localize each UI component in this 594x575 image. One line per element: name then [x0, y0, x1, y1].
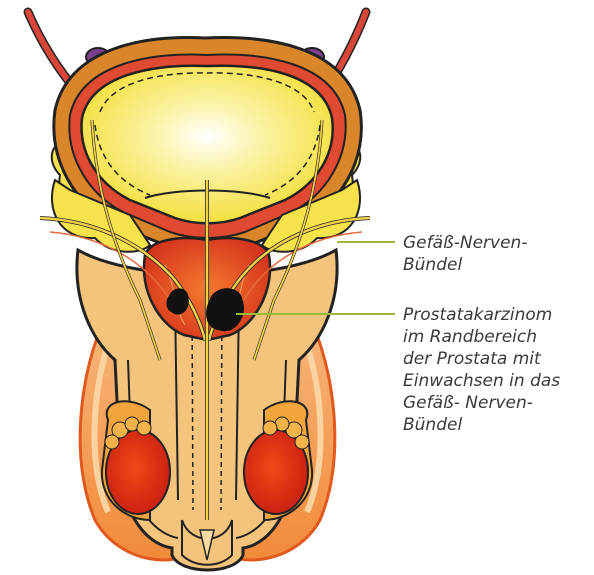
- label-line: Gefäß-Nerven-: [403, 232, 527, 254]
- label-line: Einwachsen in das: [403, 370, 560, 392]
- neurovascular-bundle-label: Gefäß-Nerven- Bündel: [403, 232, 527, 276]
- label-line: Prostatakarzinom: [403, 304, 560, 326]
- label-line: Gefäß- Nerven-: [403, 392, 560, 414]
- prostate-carcinoma-label: Prostatakarzinom im Randbereich der Pros…: [403, 304, 560, 436]
- label-line: Bündel: [403, 414, 560, 436]
- label-line: Bündel: [403, 254, 527, 276]
- label-line: der Prostata mit: [403, 348, 560, 370]
- label-line: im Randbereich: [403, 326, 560, 348]
